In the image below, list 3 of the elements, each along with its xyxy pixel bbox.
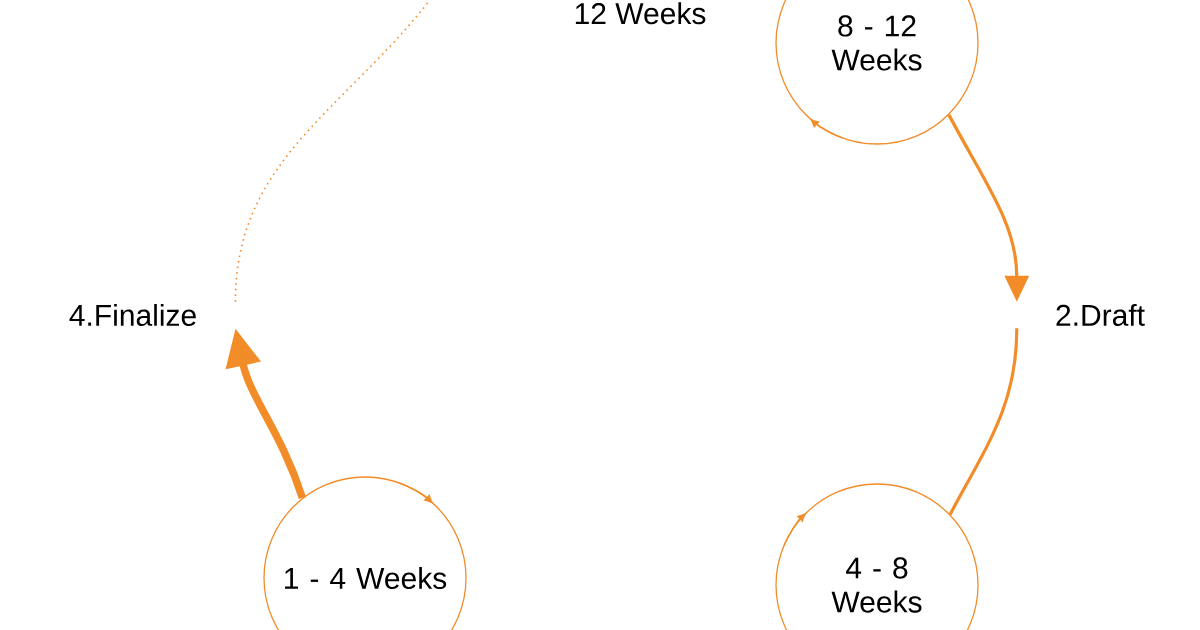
- duration-label: 12 Weeks: [575, 2, 706, 25]
- step-label: 2.Draft: [1056, 304, 1145, 326]
- step-label: 4.Finalize: [69, 304, 196, 326]
